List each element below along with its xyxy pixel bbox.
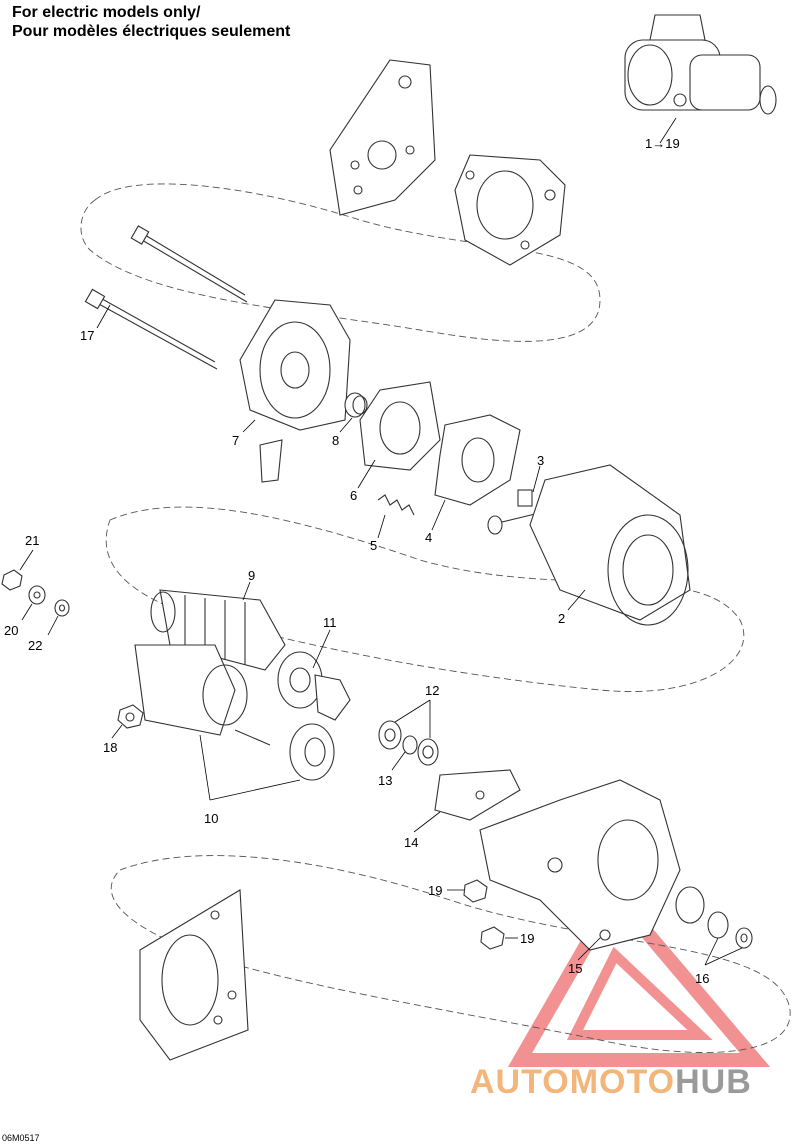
label-part-14: 14 (404, 835, 418, 850)
through-bolts (84, 225, 248, 370)
label-part-4: 4 (425, 530, 432, 545)
label-part-20: 20 (4, 623, 18, 638)
mounting-plate-bottom (139, 889, 249, 1061)
brush-spring (377, 494, 415, 516)
washer-20 (28, 585, 46, 605)
ring-set-12 (378, 720, 439, 766)
drawing-code: 06M0517 (2, 1133, 40, 1143)
label-part-9: 9 (248, 568, 255, 583)
label-part-8: 8 (332, 433, 339, 448)
end-cover (239, 299, 351, 483)
label-part-11: 11 (323, 615, 337, 630)
brush-plate (359, 381, 441, 471)
label-part-6: 6 (350, 488, 357, 503)
ring-13 (402, 735, 418, 755)
label-part-10: 10 (204, 811, 218, 826)
drive-housing (479, 779, 705, 951)
label-part-22: 22 (28, 638, 42, 653)
pinion-gear (277, 651, 351, 721)
shift-lever (434, 769, 521, 821)
label-part-12: 12 (425, 683, 439, 698)
mounting-plate-top (329, 59, 436, 216)
label-part-17: 17 (80, 328, 94, 343)
bushing (344, 392, 368, 418)
group-outline-lower (110, 855, 791, 1053)
leader-lines (19, 117, 743, 966)
nut-19-lower (480, 926, 505, 950)
diagram-header: For electric models only/ Pour modèles é… (12, 3, 290, 41)
starter-assembly-thumbnail (624, 14, 777, 115)
label-part-15: 15 (568, 961, 582, 976)
header-line-english: For electric models only/ (12, 4, 201, 21)
terminal-screw (487, 489, 536, 535)
label-part-13: 13 (378, 773, 392, 788)
label-part-21: 21 (25, 533, 39, 548)
label-part-19-upper: 19 (428, 883, 442, 898)
label-part-7: 7 (232, 433, 239, 448)
solenoid-cap (289, 723, 335, 781)
bushings-16 (707, 911, 753, 949)
nut-19-upper (463, 879, 488, 903)
header-line-french: Pour modèles électriques seulement (12, 23, 291, 40)
label-part-3: 3 (537, 453, 544, 468)
label-part-18: 18 (103, 740, 117, 755)
nut-21 (1, 569, 23, 591)
label-assembly: 1→19 (645, 136, 680, 151)
label-part-5: 5 (370, 538, 377, 553)
label-part-16: 16 (695, 971, 709, 986)
watermark-logo-triangle (507, 882, 771, 1067)
label-part-2: 2 (558, 611, 565, 626)
brush-holder (434, 414, 521, 506)
washer-22 (54, 599, 70, 617)
solenoid (134, 644, 271, 746)
gasket-top (454, 154, 566, 266)
watermark-brand: AUTOMOTOHUB (470, 1063, 752, 1101)
label-part-19-lower: 19 (520, 931, 534, 946)
yoke-frame (529, 464, 691, 626)
nut-18 (117, 704, 144, 729)
